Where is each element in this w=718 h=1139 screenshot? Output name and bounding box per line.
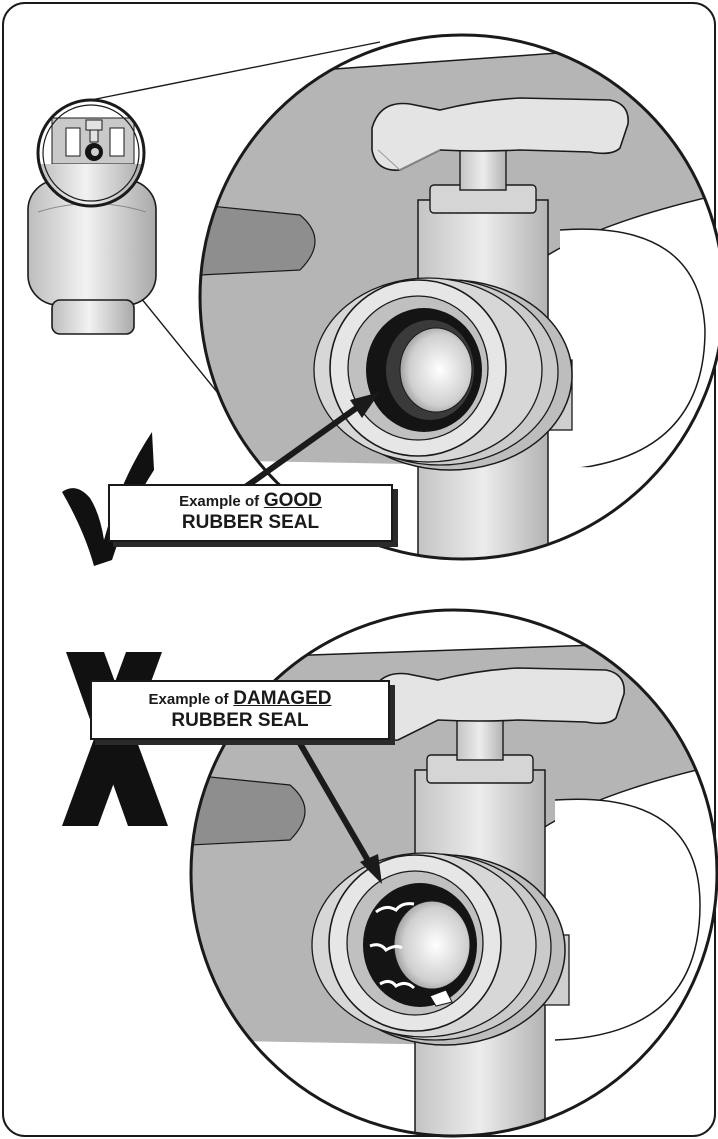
seal-chip xyxy=(429,989,453,1007)
damaged-label-prefix: Example of xyxy=(148,691,229,708)
check-mark-icon xyxy=(62,432,154,566)
pointer-arrow-damaged xyxy=(295,738,382,884)
zoom-line-top xyxy=(90,41,381,101)
damaged-label-subject: RUBBER SEAL xyxy=(171,710,309,732)
damaged-label-line1: Example of DAMAGED xyxy=(92,688,388,710)
good-label-emphasis: GOOD xyxy=(263,490,322,511)
good-label-line1: Example of GOOD xyxy=(110,490,391,512)
damaged-seal-label: Example of DAMAGED RUBBER SEAL xyxy=(90,680,390,740)
good-label-prefix: Example of xyxy=(179,493,260,510)
damaged-seal-magnified-view xyxy=(189,608,718,1138)
seal-crack xyxy=(369,943,403,952)
damaged-label-emphasis: DAMAGED xyxy=(233,688,332,709)
pointer-arrow-good xyxy=(242,392,380,491)
tank-valve-zoom-circle xyxy=(36,98,146,208)
good-label-subject: RUBBER SEAL xyxy=(181,512,320,534)
good-seal-label: Example of GOOD RUBBER SEAL xyxy=(108,484,393,542)
propane-tank-icon xyxy=(27,179,157,335)
seal-crack xyxy=(375,902,415,914)
seal-crack xyxy=(379,979,416,990)
